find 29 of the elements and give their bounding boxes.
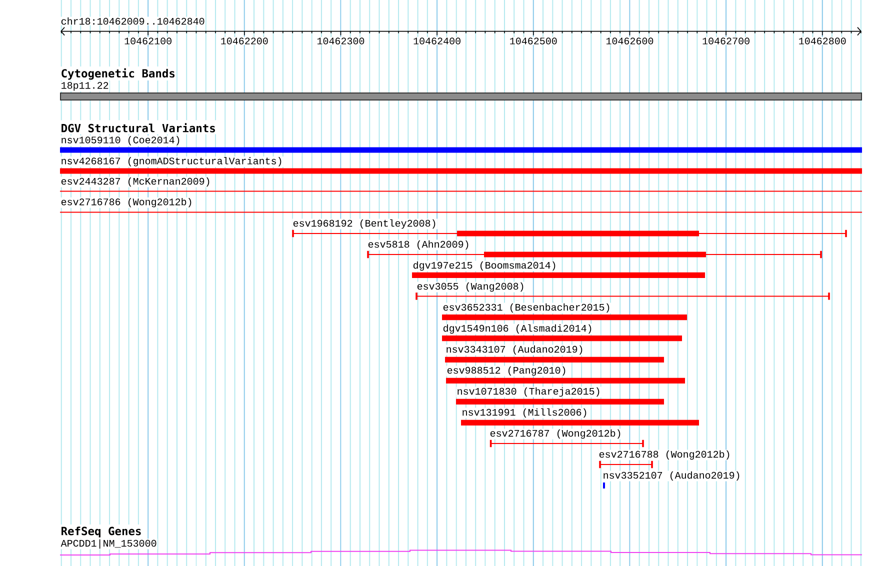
coordinate-label: chr18:10462009..10462840 [60, 16, 206, 26]
tick-label: 10462700 [701, 37, 751, 45]
variant-label: dgv1549n106 (Alsmadi2014) [442, 324, 594, 334]
variant-label: esv988512 (Pang2010) [446, 366, 568, 376]
variant-label: nsv131991 (Mills2006) [461, 408, 588, 418]
variant-label: esv2716788 (Wong2012b) [598, 450, 732, 460]
tick-label: 10462600 [605, 37, 654, 45]
variant-label: nsv1071830 (Thareja2015) [456, 386, 602, 398]
tick-label: 10462500 [508, 37, 558, 45]
tick-label: 10462200 [220, 37, 269, 45]
variant-label: nsv4268167 (gnomADStructuralVariants) [60, 156, 284, 167]
tick-label: 10462100 [123, 37, 173, 45]
tick-label: 10462300 [316, 37, 366, 45]
variant-label: esv5818 (Ahn2009) [367, 240, 470, 250]
gene-label: APCDD1|NM_153000 [60, 538, 158, 550]
tick-label: 10462400 [412, 37, 462, 45]
variant-label: esv3652331 (Besenbacher2015) [442, 302, 612, 314]
variant-label: nsv3343107 (Audano2019) [445, 344, 584, 356]
band-label: 18p11.22 [60, 81, 110, 92]
variant-label: esv2716787 (Wong2012b) [489, 428, 622, 440]
tick-label: 10462800 [798, 37, 847, 45]
variant-label: nsv3352107 (Audano2019) [602, 470, 742, 482]
variant-label: esv3055 (Wang2008) [416, 282, 526, 292]
variant-label: esv2716786 (Wong2012b) [60, 197, 194, 208]
variant-label: esv2443287 (McKernan2009) [60, 176, 212, 188]
variant-label: nsv1059110 (Coe2014) [60, 135, 182, 146]
variant-label: esv1968192 (Bentley2008) [292, 218, 438, 230]
track-heading: DGV Structural Variants [62, 123, 215, 132]
variant-label: dgv197e215 (Boomsma2014) [412, 260, 558, 272]
